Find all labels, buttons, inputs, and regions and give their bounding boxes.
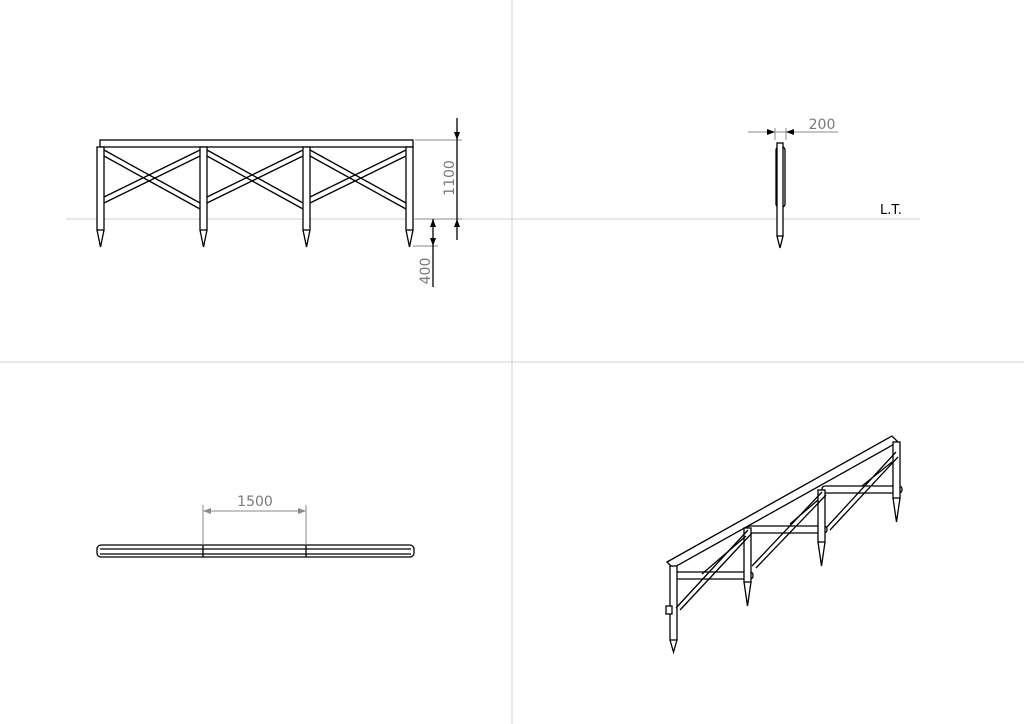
width-dimension-label: 200 [809,117,836,133]
span-dimension: 1500 [202,494,307,545]
top-view: 1500 [96,494,415,558]
front-posts [96,146,414,248]
width-dimension: 200 [748,117,838,140]
side-view: 200 L.T. [748,117,902,249]
height-dimension: 1100 [415,118,462,240]
isometric-view [665,435,903,655]
depth-dimension: 400 [413,219,438,287]
front-view: 1100 400 [96,118,462,287]
span-dimension-label: 1500 [237,494,273,510]
depth-dimension-label: 400 [418,258,434,285]
ground-line-label: L.T. [880,203,902,218]
front-braces [103,149,407,210]
height-dimension-label: 1100 [442,160,458,196]
